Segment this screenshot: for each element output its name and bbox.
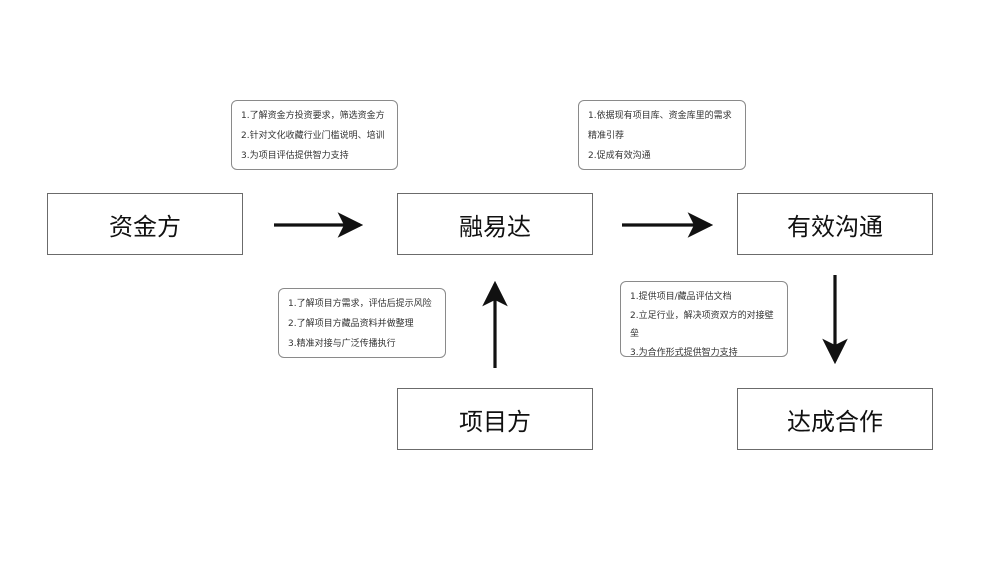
note-line: 1.提供项目/藏品评估文档 (630, 292, 732, 302)
note-line: 1.了解项目方需求，评估后提示风险 (288, 299, 432, 309)
node-funder: 资金方 (47, 193, 243, 255)
node-platform: 融易达 (397, 193, 593, 255)
note-platform-to-communication: 1.依据现有项目库、资金库里的需求 精准引荐 2.促成有效沟通 (578, 100, 746, 170)
node-project: 项目方 (397, 388, 593, 450)
note-funder-to-platform: 1.了解资金方投资要求，筛选资金方 2.针对文化收藏行业门槛说明、培训 3.为项… (231, 100, 398, 170)
note-line: 3.为合作形式提供智力支持 (630, 348, 738, 358)
note-line: 精准引荐 (588, 131, 625, 141)
node-deal: 达成合作 (737, 388, 933, 450)
note-line: 1.依据现有项目库、资金库里的需求 (588, 111, 732, 121)
note-line: 2.立足行业，解决项资双方的对接壁垒 (630, 311, 774, 339)
note-line: 2.针对文化收藏行业门槛说明、培训 (241, 131, 385, 141)
note-line: 3.为项目评估提供智力支持 (241, 151, 349, 161)
note-line: 2.了解项目方藏品资料并做整理 (288, 319, 414, 329)
note-line: 2.促成有效沟通 (588, 151, 651, 161)
note-communication-to-deal: 1.提供项目/藏品评估文档 2.立足行业，解决项资双方的对接壁垒 3.为合作形式… (620, 281, 788, 358)
note-line: 3.精准对接与广泛传播执行 (288, 339, 396, 349)
note-line: 1.了解资金方投资要求，筛选资金方 (241, 111, 385, 121)
node-communication: 有效沟通 (737, 193, 933, 255)
note-project-to-platform: 1.了解项目方需求，评估后提示风险 2.了解项目方藏品资料并做整理 3.精准对接… (278, 288, 446, 358)
